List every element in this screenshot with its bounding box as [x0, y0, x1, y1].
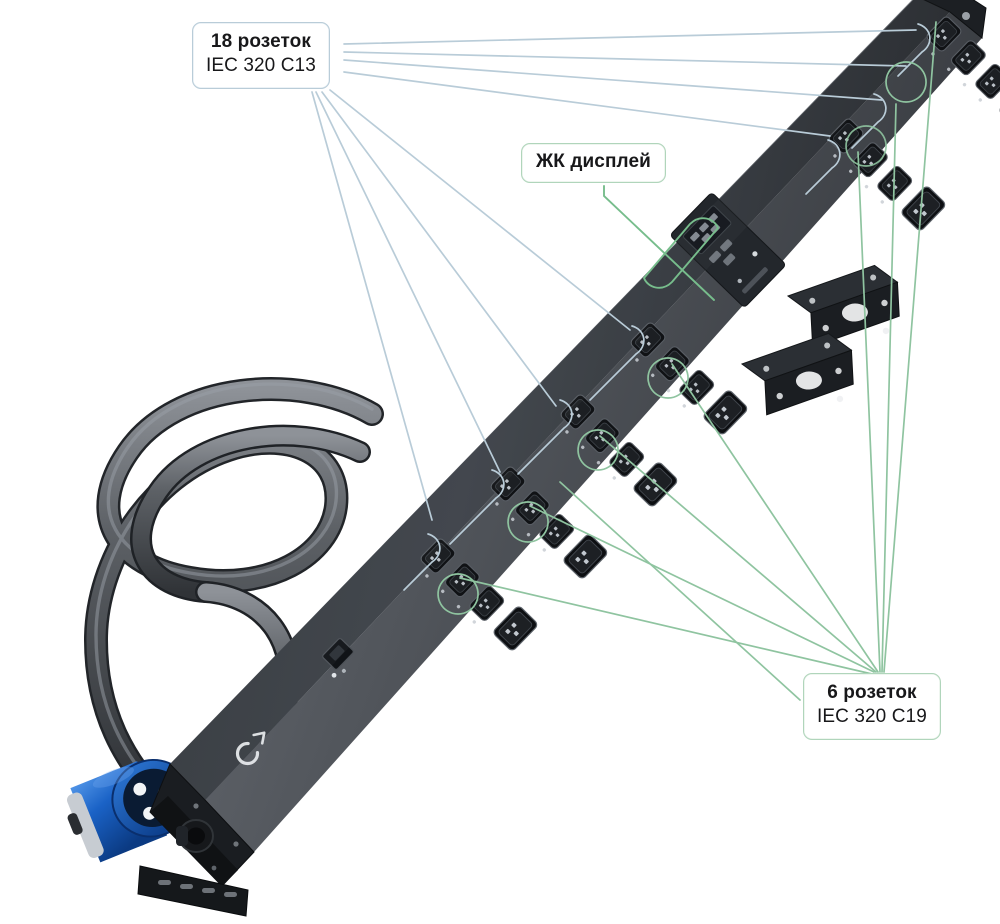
network-port — [322, 638, 354, 678]
c13-leader-lines — [311, 29, 917, 521]
callout-c13: 18 розеток IEC 320 C13 — [192, 22, 330, 89]
c19-leader-lines — [459, 21, 937, 701]
callout-lcd-line1: ЖК дисплей — [536, 151, 651, 172]
callout-lcd: ЖК дисплей — [521, 143, 666, 184]
callout-c19-line1: 6 розеток — [827, 682, 917, 703]
brand-logo — [235, 731, 266, 766]
callout-c13-line2: IEC 320 C13 — [206, 55, 316, 77]
callout-c13-line1: 18 розеток — [210, 31, 311, 52]
c19-outlet-highlights — [437, 61, 927, 615]
lcd-leader-line — [603, 185, 720, 301]
cable-gland — [176, 819, 214, 853]
callout-c19-line2: IEC 320 C19 — [817, 706, 927, 728]
callout-c19: 6 розеток IEC 320 C19 — [803, 673, 941, 740]
c13-group-highlights — [403, 23, 931, 591]
